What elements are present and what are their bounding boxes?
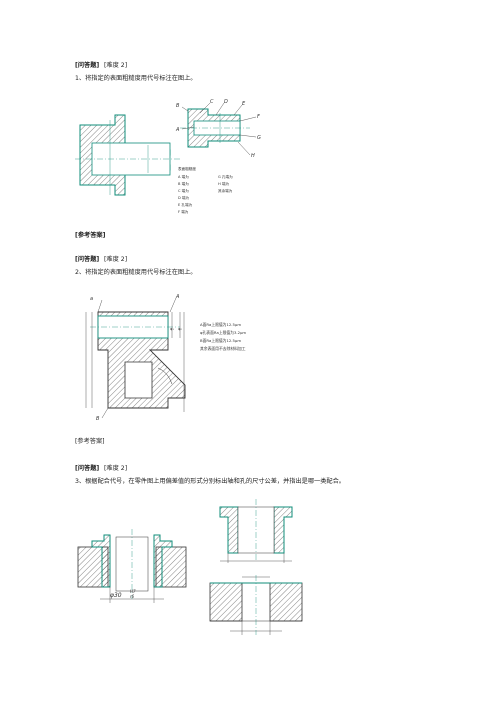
q2-dim-phi2: φ₂	[178, 327, 182, 331]
q2-question: 2、将指定的表面粗糙度用代号标注在图上。	[75, 269, 197, 276]
q1-letter-g: G	[257, 135, 261, 141]
q1-legend-f: F 端为	[178, 209, 189, 214]
q2-answer-label: [参考答案]	[75, 438, 105, 445]
q3-tag: [问答题]	[75, 465, 100, 472]
q1-letter-d: D	[224, 99, 228, 105]
q1-left-part	[75, 114, 180, 196]
q2-dim-phi1: φ₁	[170, 327, 174, 331]
q1-right-part	[180, 108, 250, 148]
q1-letter-c: C	[210, 99, 214, 105]
q1-legend-rest: 其余端为	[218, 188, 233, 193]
q2-letter-a: A	[175, 294, 180, 300]
q2-letter-b: B	[96, 416, 100, 422]
q2-letter-a-small: a	[90, 296, 93, 302]
q1-legend-b: B 端为	[178, 181, 189, 186]
q2-difficulty: [难度 2]	[104, 256, 128, 263]
q1-difficulty: [难度 2]	[104, 62, 128, 69]
q1-legend-c: C 端为	[178, 188, 189, 193]
q3-assembly: φ30 H7 r6	[77, 529, 187, 603]
q3-question: 3、根据配合代号，在零件图上用偏差值的形式分别标出轴和孔的尺寸公差，并指出是哪一…	[75, 478, 345, 485]
q3-dim-label: φ30	[110, 592, 122, 599]
q1-letter-a: A	[175, 127, 180, 133]
q1-legend-e: E 孔端为	[178, 202, 193, 207]
q3-difficulty: [难度 2]	[104, 465, 128, 472]
q1-letter-f: F	[257, 114, 260, 120]
q2-note-hole: φ孔表面Ra上限值为3.2μm	[200, 330, 246, 335]
q1-letter-b: B	[176, 103, 180, 109]
q3-fit-bottom: r6	[130, 594, 135, 599]
q3-bushing	[219, 499, 293, 563]
q2-note-b: B面Ra上限值为12.5μm	[200, 338, 241, 343]
q1-tag: [问答题]	[75, 62, 100, 69]
q3-fit-top: H7	[130, 589, 136, 594]
q2-note-a: A面Ra上限值为12.5μm	[200, 322, 241, 327]
q1-legend-title: 表面粗糙度	[178, 166, 196, 171]
q2-part	[90, 311, 186, 409]
q2-note-rest: 其余表面用不去除材料加工	[200, 346, 246, 351]
q1-letter-e: E	[242, 101, 246, 107]
q1-answer-label: [参考答案]	[75, 232, 106, 239]
q1-question: 1、将指定的表面粗糙度用代号标注在图上。	[75, 75, 197, 82]
q2-dimensions	[85, 297, 185, 419]
q1-legend-h: H 端为	[218, 181, 229, 186]
q2-figure: a A B φ₁ φ₂ A面Ra上限值为12.5μm φ孔表面Ra上限值为3.2…	[85, 294, 246, 422]
q3-hole-part	[209, 575, 303, 635]
q1-letter-h: H	[251, 153, 255, 159]
q1-legend-a: A 端为	[178, 174, 189, 179]
q3-figure: φ30 H7 r6	[77, 499, 303, 635]
q2-tag: [问答题]	[75, 256, 100, 263]
q1-figure: B C D E F A G H 表面粗糙度 A 端为 B 端为 C 端为 D 端…	[75, 99, 261, 214]
q1-legend-g: G 孔端为	[218, 174, 233, 179]
q1-legend-d: D 端为	[178, 195, 190, 200]
